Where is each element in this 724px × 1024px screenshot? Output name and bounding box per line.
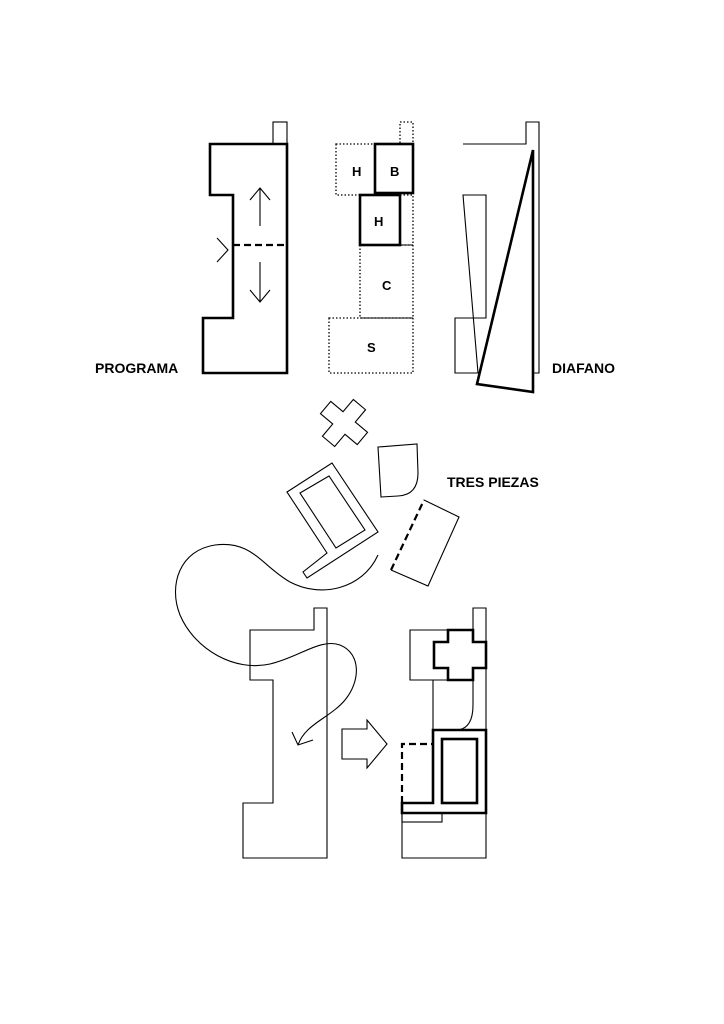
room-label-h-top: H	[352, 164, 361, 179]
result-dashed-piece	[400, 742, 433, 803]
room-label-b: B	[390, 164, 399, 179]
base-plan-outline	[242, 607, 328, 859]
cross-piece	[319, 398, 369, 448]
programa-plan: PROGRAMA	[95, 121, 289, 376]
frame-piece-inner	[299, 475, 366, 549]
room-label-s: S	[367, 340, 376, 355]
d-piece	[377, 443, 419, 498]
programa-outline	[201, 142, 289, 375]
arrow-down-icon	[249, 262, 271, 303]
tres-piezas: TRES PIEZAS	[286, 398, 539, 587]
room-b	[373, 142, 415, 195]
result-curve-wall	[457, 680, 474, 731]
curve-arrowhead-icon	[291, 731, 314, 746]
room-s	[328, 317, 414, 374]
arrow-up-icon	[249, 187, 271, 226]
room-label-c: C	[382, 278, 392, 293]
dashed-piece	[390, 499, 460, 587]
label-programa: PROGRAMA	[95, 360, 178, 376]
diafano-plan: DIAFANO	[454, 121, 615, 394]
result-top-room	[409, 629, 448, 681]
result-cross-piece	[432, 628, 488, 682]
room-small-top	[399, 121, 414, 145]
result-frame-piece	[400, 728, 488, 815]
room-side	[399, 194, 414, 246]
dashed-piece-edge	[390, 499, 425, 571]
result-small-bar	[401, 812, 443, 823]
label-diafano: DIAFANO	[552, 360, 615, 376]
entry-chevron-icon	[216, 237, 229, 263]
frame-piece	[286, 462, 379, 579]
transform-arrow-icon	[341, 718, 388, 770]
room-label-h-mid: H	[374, 214, 383, 229]
result-outline	[401, 607, 487, 859]
label-tres-piezas: TRES PIEZAS	[447, 474, 539, 490]
rooms-plan: H B H C S	[328, 121, 415, 374]
room-c-sides	[359, 245, 414, 318]
result-plan	[400, 607, 488, 859]
diafano-outline	[454, 121, 540, 374]
programa-chimney	[272, 121, 288, 145]
result-frame-inner	[440, 737, 479, 805]
diafano-wedge	[475, 149, 535, 394]
movement-curve	[174, 543, 379, 746]
